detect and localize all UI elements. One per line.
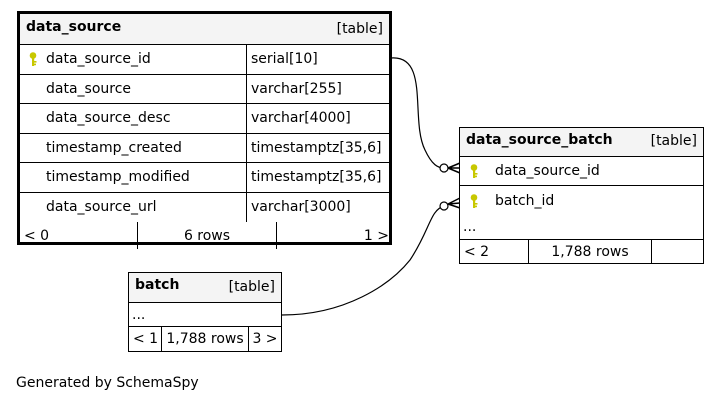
parents-count[interactable]: < 0 <box>24 227 50 244</box>
column-type: varchar[4000] <box>246 104 389 133</box>
table-kind: [table] <box>228 279 275 295</box>
column-type: timestamptz[35,6] <box>246 133 389 162</box>
table-header: data_source [table] <box>20 14 389 45</box>
relationship-crowfoot <box>447 197 461 209</box>
table-name: data_source <box>26 19 122 35</box>
row-count: 6 rows <box>137 222 276 249</box>
column-type: serial[10] <box>246 45 389 74</box>
ellipsis: ... <box>132 306 146 323</box>
column-row[interactable]: timestamp_created timestamptz[35,6] <box>20 133 389 163</box>
children-count[interactable] <box>651 240 702 263</box>
more-columns-row: ... <box>129 303 281 327</box>
row-count: 1,788 rows <box>161 327 248 351</box>
relationship-zero-marker <box>439 201 449 211</box>
column-row[interactable]: data_source_id serial[10] <box>20 45 389 75</box>
table-data-source-batch[interactable]: data_source_batch [table] data_source_id… <box>459 127 704 264</box>
children-count[interactable]: 3 > <box>248 327 281 351</box>
parents-count[interactable]: < 1 <box>133 331 159 347</box>
column-type: varchar[3000] <box>246 192 389 222</box>
column-name: timestamp_modified <box>46 169 190 186</box>
column-row[interactable]: timestamp_modified timestamptz[35,6] <box>20 163 389 193</box>
table-data-source[interactable]: data_source [table] data_source_id serial… <box>17 11 392 249</box>
column-row[interactable]: data_source varchar[255] <box>20 74 389 104</box>
column-name: data_source <box>46 80 132 97</box>
table-name: data_source_batch <box>466 132 613 148</box>
relationship-data-source-to-batch-link <box>390 57 445 169</box>
primary-key-icon <box>469 186 479 215</box>
table-kind: [table] <box>650 133 697 149</box>
table-kind: [table] <box>336 21 383 37</box>
primary-key-icon <box>28 45 38 74</box>
relationship-zero-marker <box>439 163 449 173</box>
more-columns-row: ... <box>460 215 703 240</box>
table-header: data_source_batch [table] <box>460 128 703 157</box>
table-footer: < 2 1,788 rows <box>460 240 703 263</box>
column-name: data_source_id <box>495 163 600 179</box>
ellipsis: ... <box>463 219 477 235</box>
column-name: timestamp_created <box>46 139 182 156</box>
table-footer: < 0 6 rows 1 > <box>20 222 389 249</box>
column-row[interactable]: data_source_id <box>460 157 703 186</box>
primary-key-icon <box>469 157 479 185</box>
column-type: timestamptz[35,6] <box>246 163 389 192</box>
generated-by-caption: Generated by SchemaSpy <box>16 375 199 391</box>
table-footer: < 1 1,788 rows 3 > <box>129 327 281 351</box>
relationship-batch-to-link <box>281 205 445 316</box>
column-name: data_source_desc <box>46 110 171 127</box>
row-count: 1,788 rows <box>528 240 651 263</box>
column-name: batch_id <box>495 192 555 209</box>
table-batch[interactable]: batch [table] ... < 1 1,788 rows 3 > <box>128 272 282 352</box>
relationship-crowfoot <box>447 162 461 174</box>
column-name: data_source_id <box>46 51 151 68</box>
parents-count[interactable]: < 2 <box>464 243 490 260</box>
column-type: varchar[255] <box>246 74 389 103</box>
column-row[interactable]: batch_id <box>460 186 703 215</box>
table-header: batch [table] <box>129 273 281 303</box>
column-row[interactable]: data_source_desc varchar[4000] <box>20 104 389 134</box>
children-count[interactable]: 1 > <box>276 222 389 249</box>
column-name: data_source_url <box>46 199 157 216</box>
table-name: batch <box>135 277 180 293</box>
column-row[interactable]: data_source_url varchar[3000] <box>20 192 389 222</box>
